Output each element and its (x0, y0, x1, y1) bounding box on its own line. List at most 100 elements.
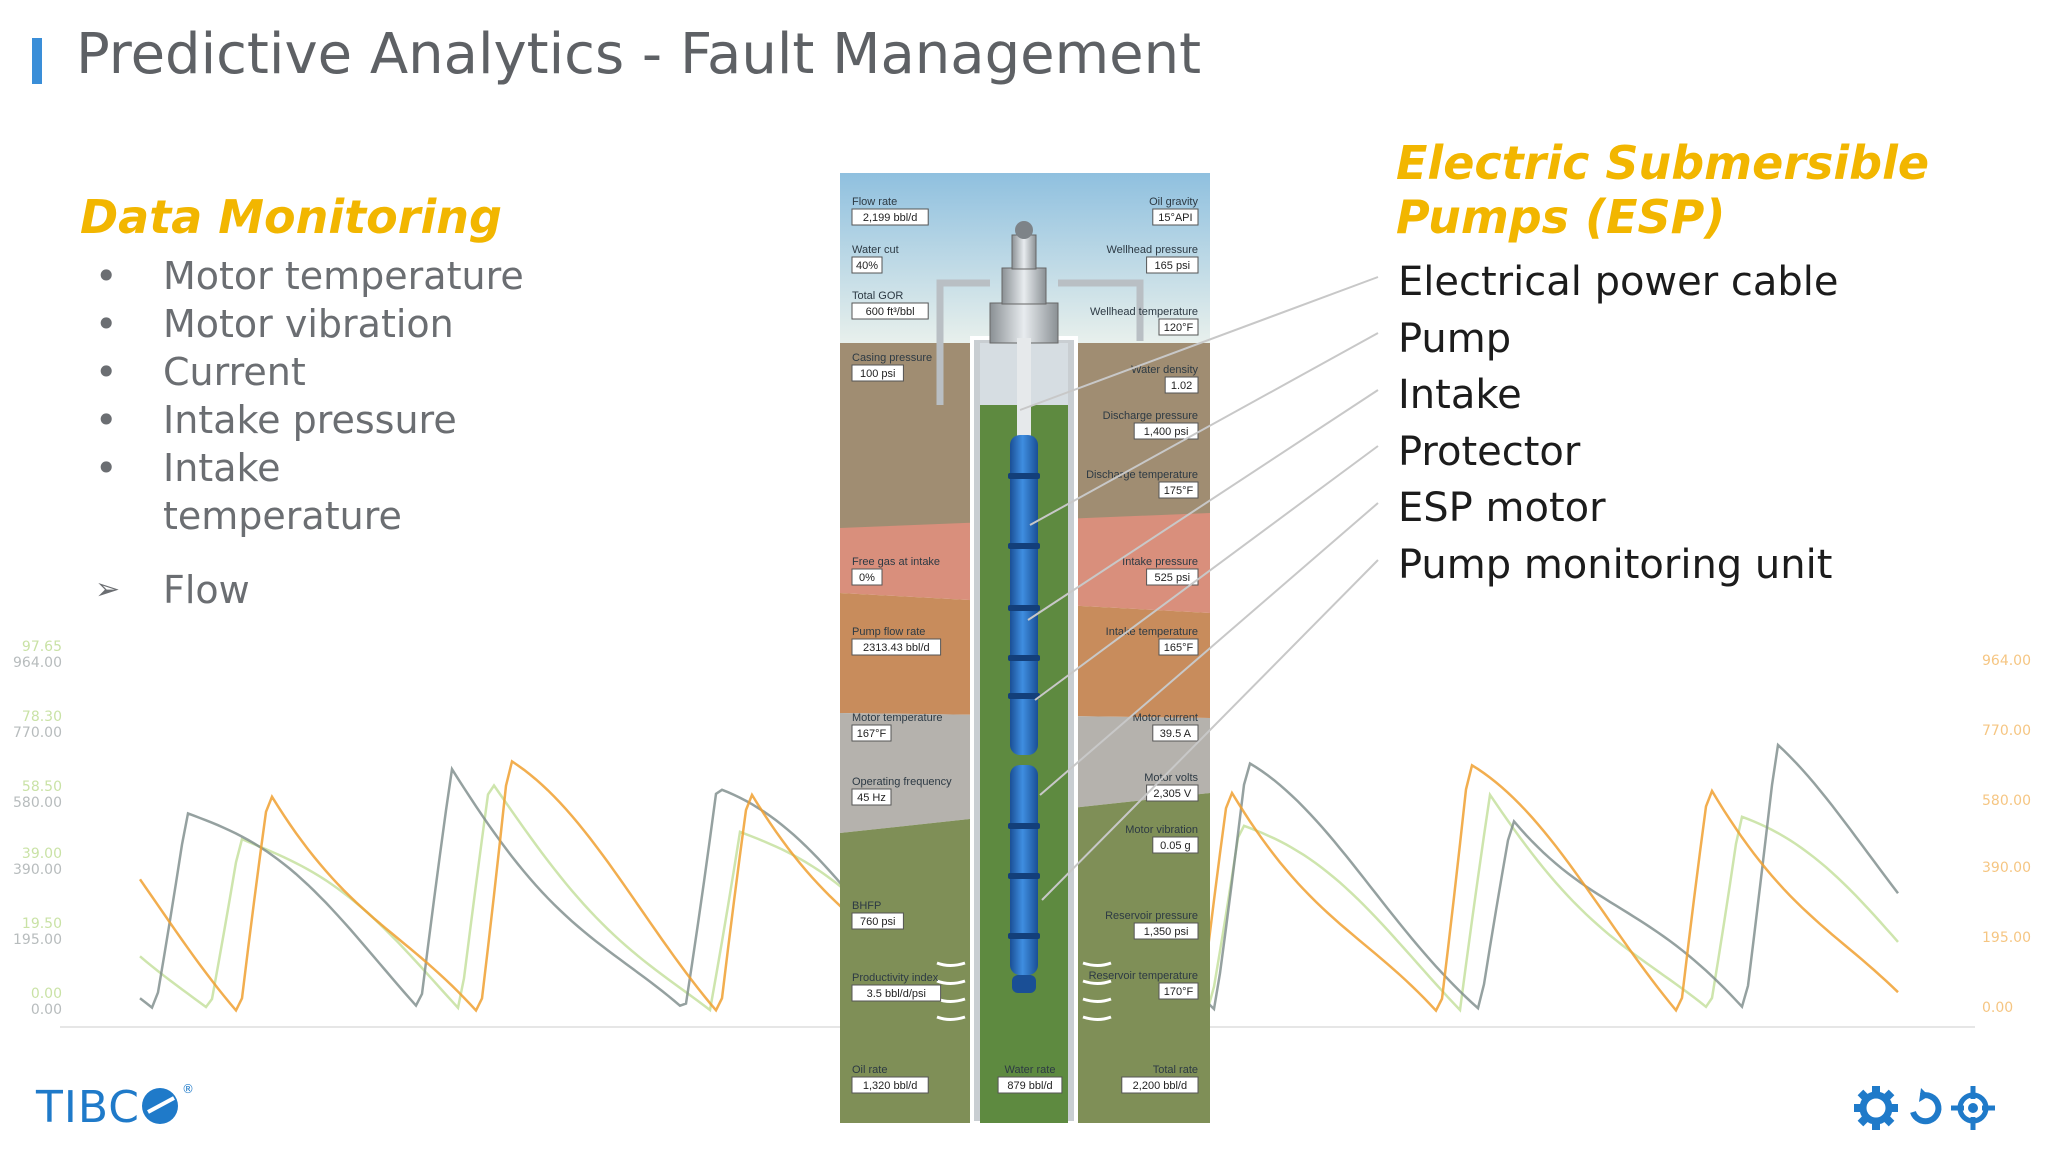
gear-icon (1854, 1086, 1898, 1130)
page-title: Predictive Analytics - Fault Management (76, 22, 1202, 87)
well-readout-label: Intake temperature (1106, 626, 1198, 638)
esp-joint (1008, 933, 1040, 939)
well-readout-value: 760 psi (860, 916, 895, 928)
esp-joint (1008, 693, 1040, 699)
bullet-icon: • (95, 398, 118, 442)
well-readout-label: Motor volts (1144, 772, 1198, 784)
well-readout-label: Total rate (1153, 1064, 1198, 1076)
bullet-icon: • (95, 446, 118, 490)
well-readout-label: Reservoir temperature (1089, 970, 1198, 982)
well-readout-label: Reservoir pressure (1105, 910, 1198, 922)
well-readout-box (851, 364, 904, 382)
wellhead-wheel (1015, 221, 1033, 239)
list-item: •Current (95, 350, 306, 394)
well-readout-box (851, 208, 929, 226)
axis-tick-label-left-green: 78.30 (22, 709, 62, 725)
esp-joint (1008, 543, 1040, 549)
well-readout-box (997, 1076, 1063, 1094)
well-readout-label: Discharge temperature (1086, 469, 1198, 481)
gear-tooth (1872, 1121, 1880, 1130)
well-readout-label: Casing pressure (852, 352, 932, 364)
well-readout-value: 15°API (1158, 212, 1192, 224)
well-readout-value: 170°F (1164, 986, 1194, 998)
well-readout-value: 2,199 bbl/d (863, 212, 917, 224)
well-readout-value: 879 bbl/d (1007, 1080, 1052, 1092)
wellhead-flange (989, 302, 1059, 344)
well-readout-value: 120°F (1164, 322, 1194, 334)
well-readout-label: Motor temperature (852, 712, 942, 724)
bullet-icon: • (95, 302, 118, 346)
esp-item-monitoring-unit: Pump monitoring unit (1398, 541, 1833, 588)
well-readout-label: Flow rate (852, 196, 897, 208)
well-readout-box (1121, 1076, 1199, 1094)
axis-tick-label-right-orange: 390.00 (1982, 860, 2031, 876)
well-readout-box (1152, 208, 1199, 226)
axis-tick-label-left-gray: 195.00 (13, 932, 62, 948)
axis-tick-label-left-green: 19.50 (22, 916, 62, 932)
well-readout-label: Productivity index (852, 972, 939, 984)
well-readout-box (1146, 256, 1199, 274)
monitoring-list: •Motor temperature •Motor vibration •Cur… (95, 252, 615, 614)
list-item: •Intake pressure (95, 398, 457, 442)
well-readout-box (851, 984, 942, 1002)
well-readout-box (1158, 982, 1199, 1000)
well-readout-value: 39.5 A (1160, 728, 1192, 740)
axis-tick-label-right-orange: 964.00 (1982, 653, 2031, 669)
well-readout-label: Total GOR (852, 290, 903, 302)
esp-item-motor: ESP motor (1398, 485, 1606, 531)
well-readout-label: Water rate (1005, 1064, 1056, 1076)
well-readout-value: 2,200 bbl/d (1133, 1080, 1187, 1092)
perforations (936, 961, 1112, 1021)
well-readout-label: Discharge pressure (1103, 410, 1198, 422)
well-readout-box (851, 724, 892, 742)
esp-item-pump: Pump (1398, 315, 1512, 362)
list-item: •Intake temperature (95, 446, 402, 538)
esp-joint (1008, 823, 1040, 829)
esp-heading: Electric Submersible Pumps (ESP) (1396, 136, 1930, 244)
well-readout-label: Operating frequency (852, 776, 952, 788)
data-monitoring-heading: Data Monitoring (80, 190, 502, 244)
esp-pump-section (1010, 435, 1038, 755)
well-readout-label: BHFP (852, 900, 881, 912)
title-accent-bar (32, 38, 42, 84)
esp-monitoring-section (1012, 975, 1036, 993)
well-readout-label: Wellhead pressure (1106, 244, 1198, 256)
well-readout-label: Pump flow rate (852, 626, 925, 638)
bullet-icon: • (95, 350, 118, 394)
gear-tooth (1872, 1086, 1880, 1095)
well-readout-value: 1,400 psi (1144, 426, 1189, 438)
well-readout-box (851, 638, 942, 656)
well-readout-value: 1,320 bbl/d (863, 1080, 917, 1092)
axis-tick-label-left-gray: 580.00 (13, 795, 62, 811)
well-readout-label: Water density (1131, 364, 1198, 376)
tibco-logo-mark-icon (142, 1088, 178, 1124)
well-readout-value: 165 psi (1155, 260, 1190, 272)
axis-tick-label-right-orange: 195.00 (1982, 930, 2031, 946)
axis-tick-label-right-orange: 0.00 (1982, 1000, 2013, 1016)
axis-tick-label-left-gray: 770.00 (13, 725, 62, 741)
well-readout-value: 40% (856, 260, 878, 272)
well-readout-value: 100 psi (860, 368, 895, 380)
well-readout-value: 525 psi (1155, 572, 1190, 584)
well-readout-label: Oil gravity (1149, 196, 1198, 208)
well-readout-value: 2313.43 bbl/d (863, 642, 930, 654)
axis-tick-label-left-gray: 0.00 (31, 1002, 62, 1018)
well-readout-value: 175°F (1164, 485, 1194, 497)
well-readout-label: Motor current (1133, 712, 1198, 724)
list-item: •Motor vibration (95, 302, 454, 346)
well-readout-box (851, 1076, 929, 1094)
well-readout-value: 0% (859, 572, 875, 584)
cycle-icon (1910, 1088, 1942, 1125)
axis-tick-label-left-gray: 390.00 (13, 862, 62, 878)
well-readout-box (851, 256, 883, 274)
well-readout-value: 0.05 g (1160, 840, 1191, 852)
esp-motor-section (1010, 765, 1038, 975)
esp-joint (1008, 873, 1040, 879)
tibco-logo: TIBC® (36, 1082, 195, 1133)
esp-joint (1008, 605, 1040, 611)
esp-item-power-cable: Electrical power cable (1398, 259, 1839, 305)
well-readout-value: 2,305 V (1153, 788, 1192, 800)
arrow-bullet-icon: ➢ (95, 572, 121, 607)
wellhead-spool (1001, 267, 1047, 305)
well-readout-label: Free gas at intake (852, 556, 940, 568)
